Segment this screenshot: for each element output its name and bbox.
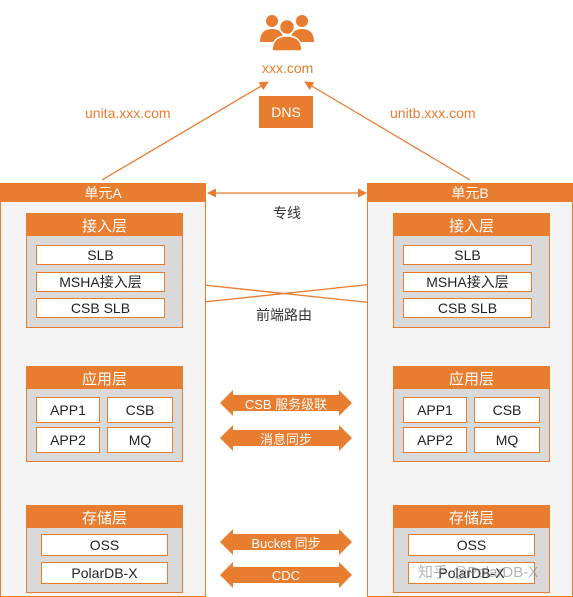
unit-a-polardb: PolarDB-X [41,562,168,584]
sync-arrow-cdc: CDC [220,562,352,588]
watermark: 知乎 @PolarDB-X [418,564,539,581]
unit-b-access-title: 接入层 [394,214,549,236]
unit-a-oss: OSS [41,534,168,556]
unit-b-oss: OSS [408,534,535,556]
unit-a-title: 单元A [1,184,205,202]
unit-a-app1: APP1 [36,397,100,423]
unit-a-app2: APP2 [36,427,100,453]
unit-b-domain-label: unitb.xxx.com [390,105,476,121]
dns-link-b [304,81,471,181]
sync-arrow-csb-cascade: CSB 服务级联 [220,390,352,416]
sync-label-csb-cascade: CSB 服务级联 [244,396,328,412]
sync-label-message: 消息同步 [259,431,312,447]
unit-a-storage-title: 存储层 [27,506,182,528]
unit-a-domain-label: unita.xxx.com [85,105,171,121]
frontend-routing-label: 前端路由 [256,307,312,323]
unit-b-msha: MSHA接入层 [403,272,532,292]
unit-a-app-title: 应用层 [27,367,182,389]
unit-b-app-title: 应用层 [394,367,549,389]
sync-label-bucket: Bucket 同步 [251,535,321,551]
unit-a-csb: CSB [107,397,173,423]
unit-a-storage-layer: 存储层 OSS PolarDB-X [26,505,183,593]
unit-a-slb: SLB [36,245,165,265]
unit-b-storage-layer: 存储层 OSS PolarDB-X [393,505,550,593]
dns-link-a [101,81,269,181]
sync-label-cdc: CDC [271,567,301,583]
unit-a-csb-slb: CSB SLB [36,298,165,318]
unit-b-storage-title: 存储层 [394,506,549,528]
unit-b-mq: MQ [474,427,540,453]
unit-b-csb: CSB [474,397,540,423]
unit-a-access-title: 接入层 [27,214,182,236]
unit-b-slb: SLB [403,245,532,265]
unit-b-csb-slb: CSB SLB [403,298,532,318]
unit-b-access-layer: 接入层 SLB MSHA接入层 CSB SLB [393,213,550,328]
unit-b-title: 单元B [368,184,572,202]
unit-b-polardb: PolarDB-X [408,562,535,584]
sync-arrow-bucket: Bucket 同步 [220,529,352,555]
unit-b-app1: APP1 [403,397,467,423]
dns-box: DNS [259,96,313,128]
unit-a-mq: MQ [107,427,173,453]
unit-a-msha: MSHA接入层 [36,272,165,292]
unit-b-app-layer: 应用层 APP1 CSB APP2 MQ [393,366,550,462]
users-icon [258,10,316,52]
unit-b-app2: APP2 [403,427,467,453]
unit-a-app-layer: 应用层 APP1 CSB APP2 MQ [26,366,183,462]
domain-label: xxx.com [262,60,314,76]
sync-arrow-message: 消息同步 [220,425,352,451]
unit-a-access-layer: 接入层 SLB MSHA接入层 CSB SLB [26,213,183,328]
dedicated-line-label: 专线 [273,205,301,221]
